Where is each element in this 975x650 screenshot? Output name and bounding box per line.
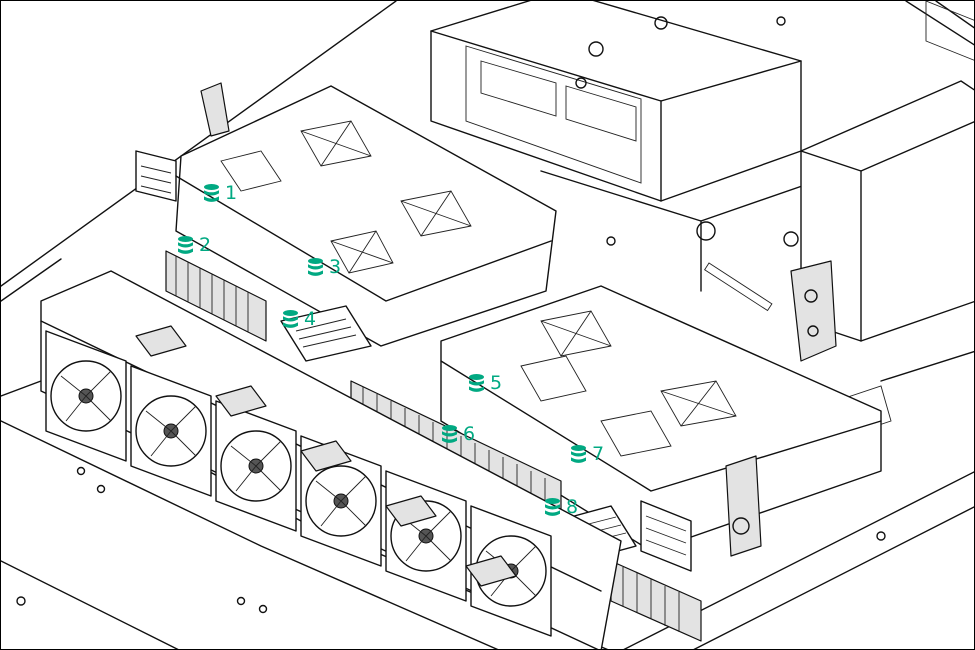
fan-latches: [135, 325, 517, 587]
callout-number: 1: [225, 182, 238, 204]
callout-2: 2: [177, 233, 211, 257]
fan-1: [45, 330, 127, 462]
fan-2: [130, 365, 212, 497]
right-bay-and-latch: [640, 455, 762, 572]
processor-air-baffle: [175, 85, 557, 347]
storage-stack-icon: [204, 183, 219, 202]
callout-1: 1: [203, 181, 237, 205]
storage-stack-icon: [545, 497, 560, 516]
storage-stack-icon: [469, 373, 484, 392]
storage-stack-icon: [178, 235, 193, 254]
storage-stack-icon: [442, 424, 457, 443]
fan-wall: [40, 270, 622, 649]
callout-number: 6: [463, 423, 476, 445]
callout-number: 3: [329, 256, 342, 278]
callout-number: 7: [592, 443, 605, 465]
callout-number: 5: [490, 372, 503, 394]
callout-number: 8: [566, 496, 579, 518]
storage-stack-icon: [308, 257, 323, 276]
screw-holes: [16, 16, 886, 614]
callout-number: 2: [199, 234, 212, 256]
left-bay-and-latch: [135, 82, 230, 202]
callout-4: 4: [282, 307, 316, 331]
callout-number: 4: [304, 308, 317, 330]
system-board: [540, 170, 832, 312]
right-riser: [790, 1, 974, 442]
rear-riser-cage: [430, 1, 802, 202]
fan-3: [215, 400, 297, 532]
callout-6: 6: [441, 422, 475, 446]
storage-stack-icon: [283, 309, 298, 328]
callout-8: 8: [544, 495, 578, 519]
storage-stack-icon: [571, 444, 586, 463]
callout-7: 7: [570, 442, 604, 466]
callout-3: 3: [307, 255, 341, 279]
callout-5: 5: [468, 371, 502, 395]
